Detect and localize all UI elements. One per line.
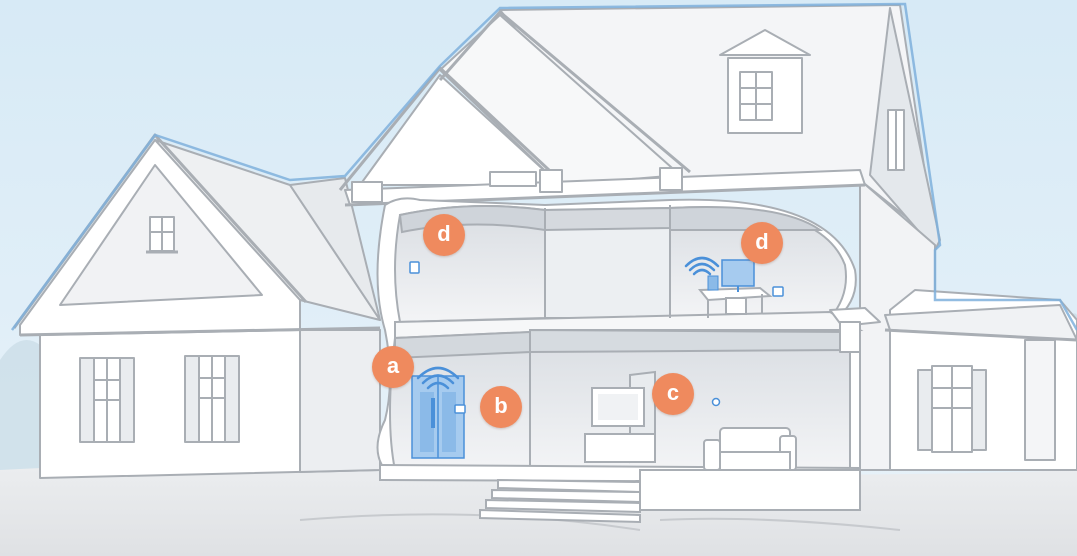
refrigerator-icon <box>412 376 464 458</box>
sensor-icon <box>713 399 720 406</box>
marker-c[interactable]: c <box>652 373 694 415</box>
marker-d-upper-left[interactable]: d <box>423 214 465 256</box>
thermostat-icon <box>410 262 419 273</box>
marker-b[interactable]: b <box>480 386 522 428</box>
thermostat-icon <box>773 287 783 296</box>
marker-d-upper-right[interactable]: d <box>741 222 783 264</box>
thermostat-icon <box>455 405 465 413</box>
marker-a[interactable]: a <box>372 346 414 388</box>
television-icon <box>585 388 655 462</box>
